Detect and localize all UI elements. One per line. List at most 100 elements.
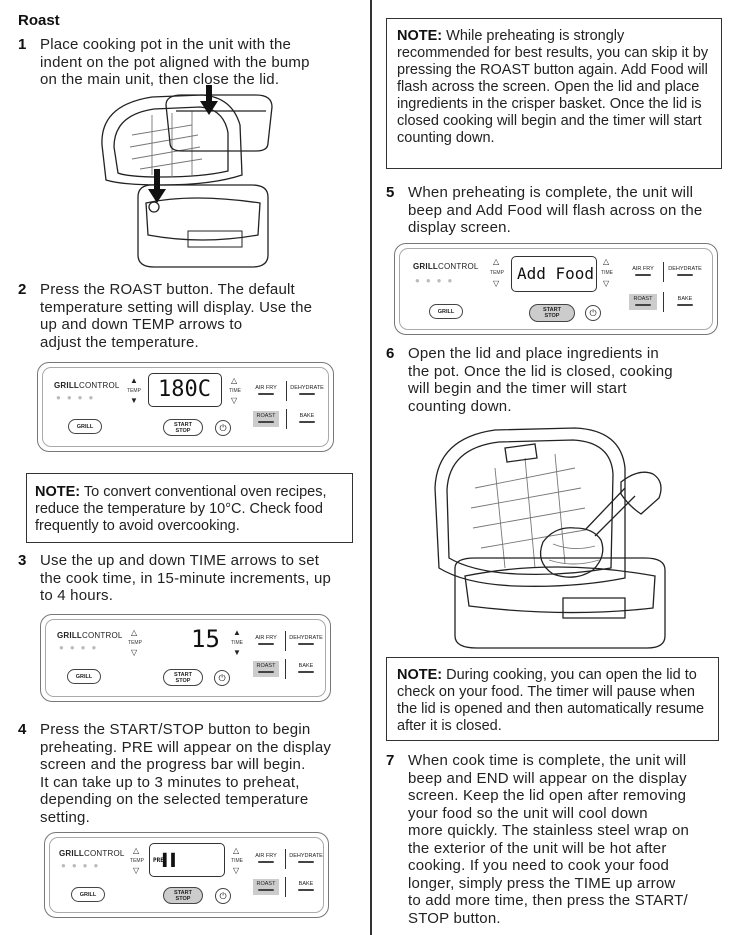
control-panel-add-food: GRILLCONTROL ●●●● △ TEMP ▽ Add Food △ TI… [394,243,718,335]
dehydrate-button[interactable]: DEHYDRATE [290,385,324,395]
air-fry-button[interactable]: AIR FRY [253,385,279,395]
step-7: 7 When cook time is complete, the unit w… [386,752,726,927]
step-text: Press the ROAST button. The default temp… [40,281,313,351]
display-screen [149,843,225,877]
temp-label: TEMP [128,640,142,646]
column-divider [370,0,372,935]
control-panel-time: GRILLCONTROL ●●●● △ TEMP ▽ 15 ▲ TIME ▼ G… [40,614,331,702]
step-number: 7 [386,752,395,769]
step-text: Place cooking pot in the unit with the i… [40,36,310,88]
note-preheat-skip: NOTE: While preheating is strongly recom… [386,18,722,169]
control-panel-temp: GRILLCONTROL ●●●● ▲ TEMP ▼ 180C △ TIME ▽… [37,362,334,452]
power-icon[interactable]: ⏻ [215,888,231,904]
step-text: When cook time is complete, the unit wil… [408,752,690,927]
temp-down-arrow-icon[interactable]: ▽ [133,866,140,875]
step-3: 3 Use the up and down TIME arrows to set… [18,552,363,605]
time-readout: 15 [191,625,220,653]
grill-button[interactable]: GRILL [68,419,102,434]
time-label: TIME [231,858,243,864]
temp-label: TEMP [127,388,141,394]
placing-food-illustration [434,427,666,649]
time-up-arrow-icon[interactable]: △ [231,376,238,385]
step-5: 5 When preheating is complete, the unit … [386,184,726,237]
display-screen [149,623,225,659]
air-fry-button[interactable]: AIR FRY [629,266,657,276]
time-down-arrow-icon[interactable]: ▼ [233,648,241,657]
bake-button[interactable]: BAKE [667,296,703,306]
step-6: 6 Open the lid and place ingredients in … [386,345,726,415]
roast-button[interactable]: ROAST [253,661,279,677]
time-up-arrow-icon[interactable]: △ [603,257,610,266]
roast-button[interactable]: ROAST [253,411,279,427]
temp-up-arrow-icon[interactable]: ▲ [130,376,138,385]
temp-up-arrow-icon[interactable]: △ [493,257,500,266]
heat-level-icons: ●●●● [61,861,105,870]
note-check-food: NOTE: During cooking, you can open the l… [386,657,719,741]
temp-up-arrow-icon[interactable]: △ [133,846,140,855]
temp-up-arrow-icon[interactable]: △ [131,628,138,637]
control-panel-preheat: GRILLCONTROL ●●●● △ TEMP ▽ PRE ▌▌ △ TIME… [44,832,329,918]
heat-level-icons: ●●●● [59,643,103,652]
bake-button[interactable]: BAKE [290,413,324,423]
step-1: 1 Place cooking pot in the unit with the… [18,36,363,89]
heat-level-icons: ●●●● [56,393,100,402]
note-oven-conversion: NOTE: To convert conventional oven recip… [26,473,353,543]
temp-down-arrow-icon[interactable]: ▼ [130,396,138,405]
time-up-arrow-icon[interactable]: △ [233,846,240,855]
temp-down-arrow-icon[interactable]: ▽ [131,648,138,657]
step-2: 2 Press the ROAST button. The default te… [18,281,363,351]
step-number: 4 [18,721,27,738]
panel-brand: GRILLCONTROL [59,849,125,858]
step-text: Use the up and down TIME arrows to set t… [40,552,332,604]
step-text: Open the lid and place ingredients in th… [408,345,673,415]
bake-button[interactable]: BAKE [289,663,323,673]
grill-button[interactable]: GRILL [71,887,105,902]
time-down-arrow-icon[interactable]: ▽ [233,866,240,875]
temp-down-arrow-icon[interactable]: ▽ [493,279,500,288]
step-number: 1 [18,36,27,53]
air-fry-button[interactable]: AIR FRY [253,853,279,863]
time-label: TIME [231,640,243,646]
grill-button[interactable]: GRILL [429,304,463,319]
roast-button[interactable]: ROAST [629,294,657,310]
pot-insertion-illustration [101,85,273,268]
air-fry-button[interactable]: AIR FRY [253,635,279,645]
panel-brand: GRILLCONTROL [413,262,479,271]
step-number: 2 [18,281,27,298]
power-icon[interactable]: ⏻ [214,670,230,686]
roast-button[interactable]: ROAST [253,879,279,895]
progress-bar: ▌▌ [163,853,180,867]
step-4: 4 Press the START/STOP button to begin p… [18,721,363,826]
step-text: When preheating is complete, the unit wi… [408,184,703,236]
dehydrate-button[interactable]: DEHYDRATE [667,266,703,276]
add-food-readout: Add Food [517,264,595,283]
step-number: 6 [386,345,395,362]
dehydrate-button[interactable]: DEHYDRATE [289,853,323,863]
panel-brand: GRILLCONTROL [57,631,123,640]
heat-level-icons: ●●●● [415,276,459,285]
time-down-arrow-icon[interactable]: ▽ [603,279,610,288]
panel-brand: GRILLCONTROL [54,381,120,390]
section-title: Roast [18,12,60,29]
step-text: Press the START/STOP button to begin pre… [40,721,332,826]
time-down-arrow-icon[interactable]: ▽ [231,396,238,405]
display-screen [148,373,222,407]
time-label: TIME [229,388,241,394]
time-label: TIME [601,270,613,276]
dehydrate-button[interactable]: DEHYDRATE [289,635,323,645]
step-number: 5 [386,184,395,201]
temp-label: TEMP [490,270,504,276]
temp-label: TEMP [130,858,144,864]
time-up-arrow-icon[interactable]: ▲ [233,628,241,637]
display-screen [511,256,597,292]
power-icon[interactable]: ⏻ [585,305,601,321]
bake-button[interactable]: BAKE [289,881,323,891]
temp-readout: 180C [158,377,211,402]
step-number: 3 [18,552,27,569]
power-icon[interactable]: ⏻ [215,420,231,436]
grill-button[interactable]: GRILL [67,669,101,684]
